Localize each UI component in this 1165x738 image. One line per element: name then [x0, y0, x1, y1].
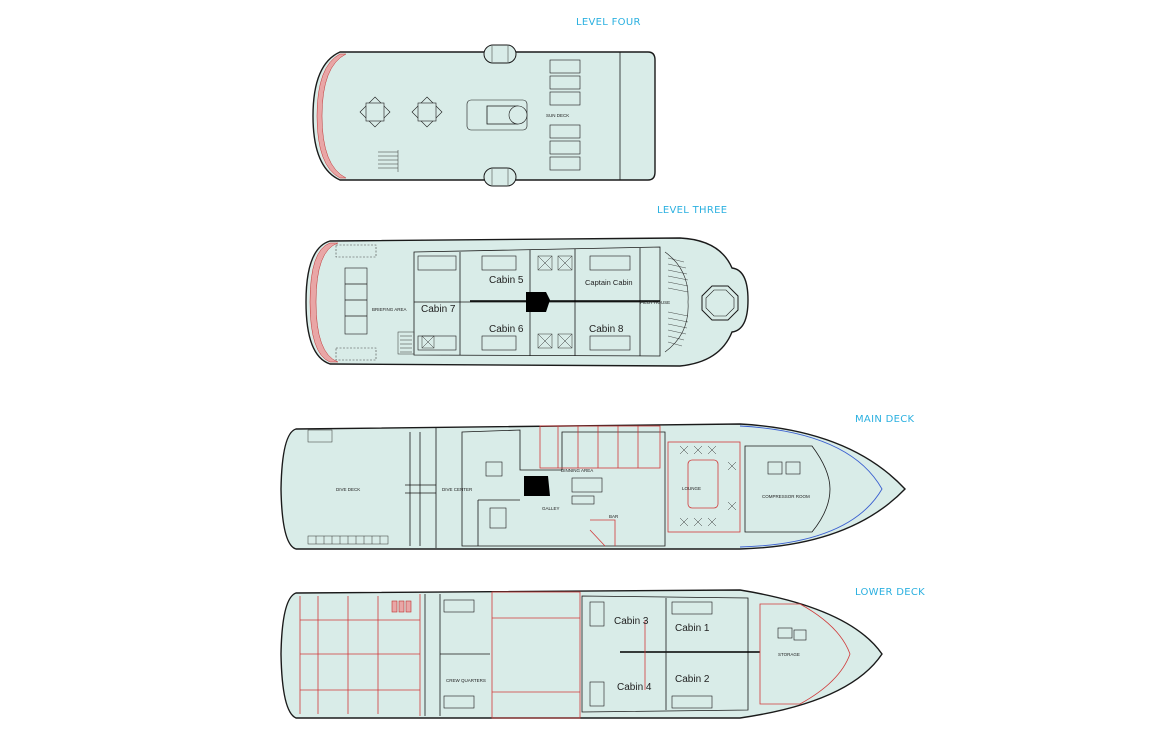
bar-label: BAR — [609, 514, 619, 519]
crew-quarters-label: CREW QUARTERS — [446, 678, 486, 683]
lounge-label: LOUNGE — [682, 486, 701, 491]
compressor-room-label: COMPRESSOR ROOM — [762, 494, 810, 499]
dive-deck-label: DIVE DECK — [336, 487, 360, 492]
storage-label: STORAGE — [778, 652, 800, 657]
cabin-6-label: Cabin 6 — [489, 324, 524, 335]
lower-deck-title: LOWER DECK — [855, 587, 925, 598]
main-deck: DIVE DECK DIVE CENTER GALLEY DINNING ARE… — [280, 423, 906, 550]
level-three-title: LEVEL THREE — [657, 205, 728, 216]
lower-deck: CREW QUARTERS Cabin 3 Cabin 1 Cabin 2 Ca… — [280, 589, 883, 719]
cabin-4-label: Cabin 4 — [617, 682, 652, 693]
cabin-7-label: Cabin 7 — [421, 304, 456, 315]
level-four-deck: SUN DECK — [312, 44, 656, 187]
cabin-8-label: Cabin 8 — [589, 324, 624, 335]
level-three-deck: BRIEFING AREA — [305, 237, 749, 367]
captain-cabin-label: Captain Cabin — [585, 278, 633, 287]
dinning-area-label: DINNING AREA — [561, 468, 593, 473]
galley-label: GALLEY — [542, 506, 560, 511]
briefing-area-label: BRIEFING AREA — [372, 307, 407, 312]
sun-deck-label: SUN DECK — [546, 113, 569, 118]
dive-center-label: DIVE CENTER — [442, 487, 473, 492]
cabin-3-label: Cabin 3 — [614, 616, 649, 627]
cabin-5-label: Cabin 5 — [489, 275, 524, 286]
main-deck-title: MAIN DECK — [855, 414, 915, 425]
cabin-2-label: Cabin 2 — [675, 674, 710, 685]
level-four-title: LEVEL FOUR — [576, 17, 641, 28]
cabin-1-label: Cabin 1 — [675, 623, 710, 634]
pilot-house-label: PILOT HOUSE — [640, 300, 670, 305]
